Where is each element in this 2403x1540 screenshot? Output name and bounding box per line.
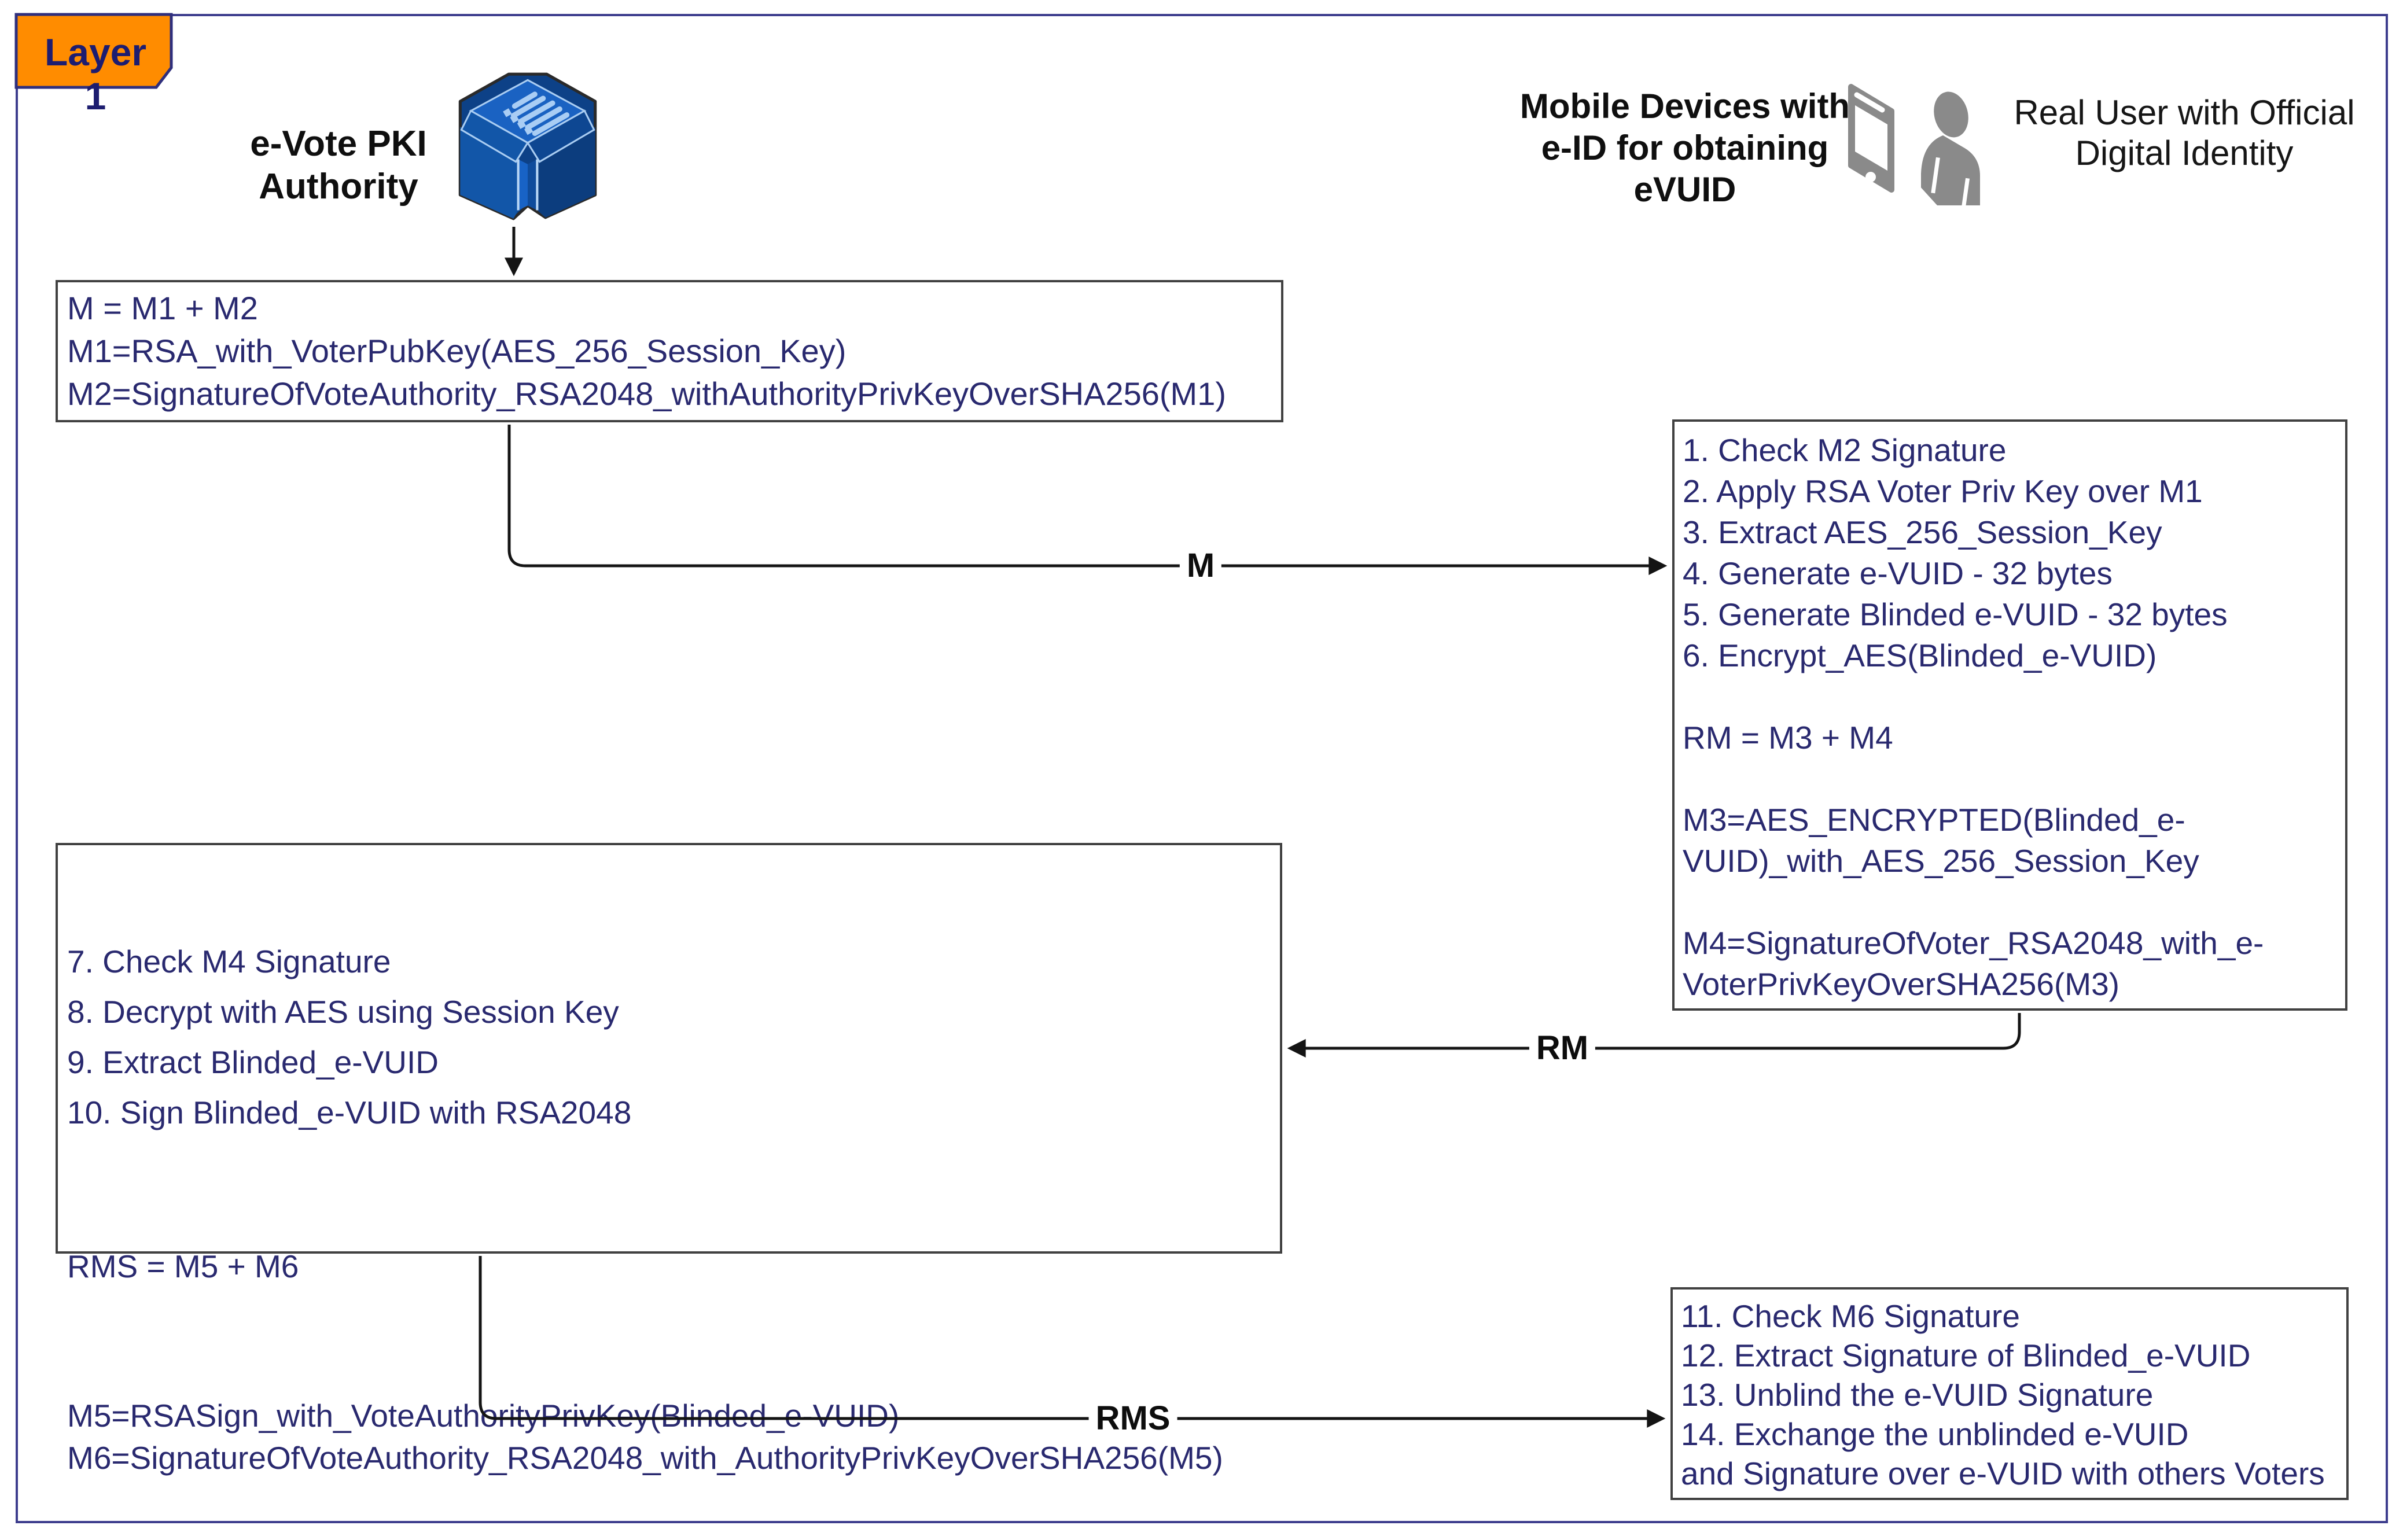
- authority-rms-text: RMS = M5 + M6: [67, 1248, 299, 1284]
- rms-arrow-label: RMS: [1088, 1398, 1177, 1439]
- authority-steps-text: 7. Check M4 Signature 8. Decrypt with AE…: [67, 944, 632, 1130]
- m-arrow-label: M: [1179, 545, 1222, 587]
- pki-box-icon: [458, 72, 597, 220]
- mobile-devices-label: Mobile Devices with e-ID for obtaining e…: [1519, 87, 1850, 209]
- rm-arrow-label: RM: [1529, 1027, 1596, 1069]
- pki-authority-label: e-Vote PKI Authority: [250, 124, 427, 207]
- message-m-box: M = M1 + M2 M1=RSA_with_VoterPubKey(AES_…: [56, 280, 1283, 422]
- person-icon: [1920, 91, 1980, 206]
- layer-tag: Layer 1: [44, 31, 147, 117]
- phone-icon: [1848, 84, 1894, 193]
- authority-process-box: 7. Check M4 Signature 8. Decrypt with AE…: [56, 843, 1282, 1476]
- diagram-outer-border: [16, 14, 2388, 1523]
- real-user-label: Real User with Official Digital Identity: [2014, 93, 2355, 172]
- exchange-box: 11. Check M6 Signature 12. Extract Signa…: [1670, 1287, 2349, 1500]
- voter-process-box: 1. Check M2 Signature 2. Apply RSA Voter…: [1672, 419, 2347, 1011]
- layer-tag-shape: [14, 13, 173, 89]
